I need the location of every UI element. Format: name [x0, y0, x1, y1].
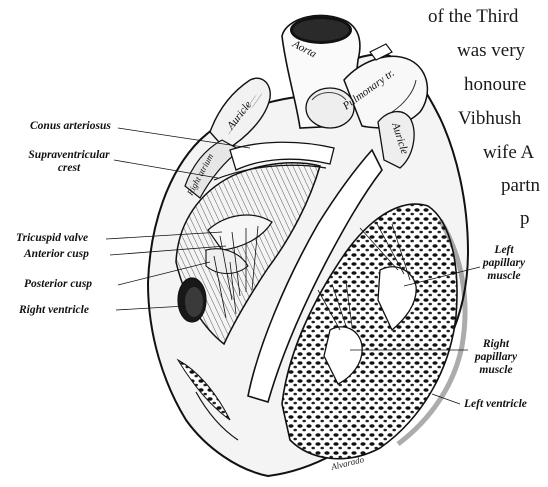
label-posterior-cusp: Posterior cusp [24, 278, 92, 291]
label-tricuspid-valve: Tricuspid valve [16, 232, 88, 245]
label-left-ventricle: Left ventricle [464, 398, 527, 411]
label-anterior-cusp: Anterior cusp [24, 248, 89, 261]
label-conus-arteriosus: Conus arteriosus [30, 120, 111, 133]
label-right-papillary-muscle: Right papillary muscle [466, 338, 526, 377]
label-right-ventricle: Right ventricle [19, 304, 89, 317]
label-left-papillary-muscle: Left papillary muscle [474, 244, 534, 283]
label-supraventricular-crest: Supraventricular crest [19, 149, 119, 175]
